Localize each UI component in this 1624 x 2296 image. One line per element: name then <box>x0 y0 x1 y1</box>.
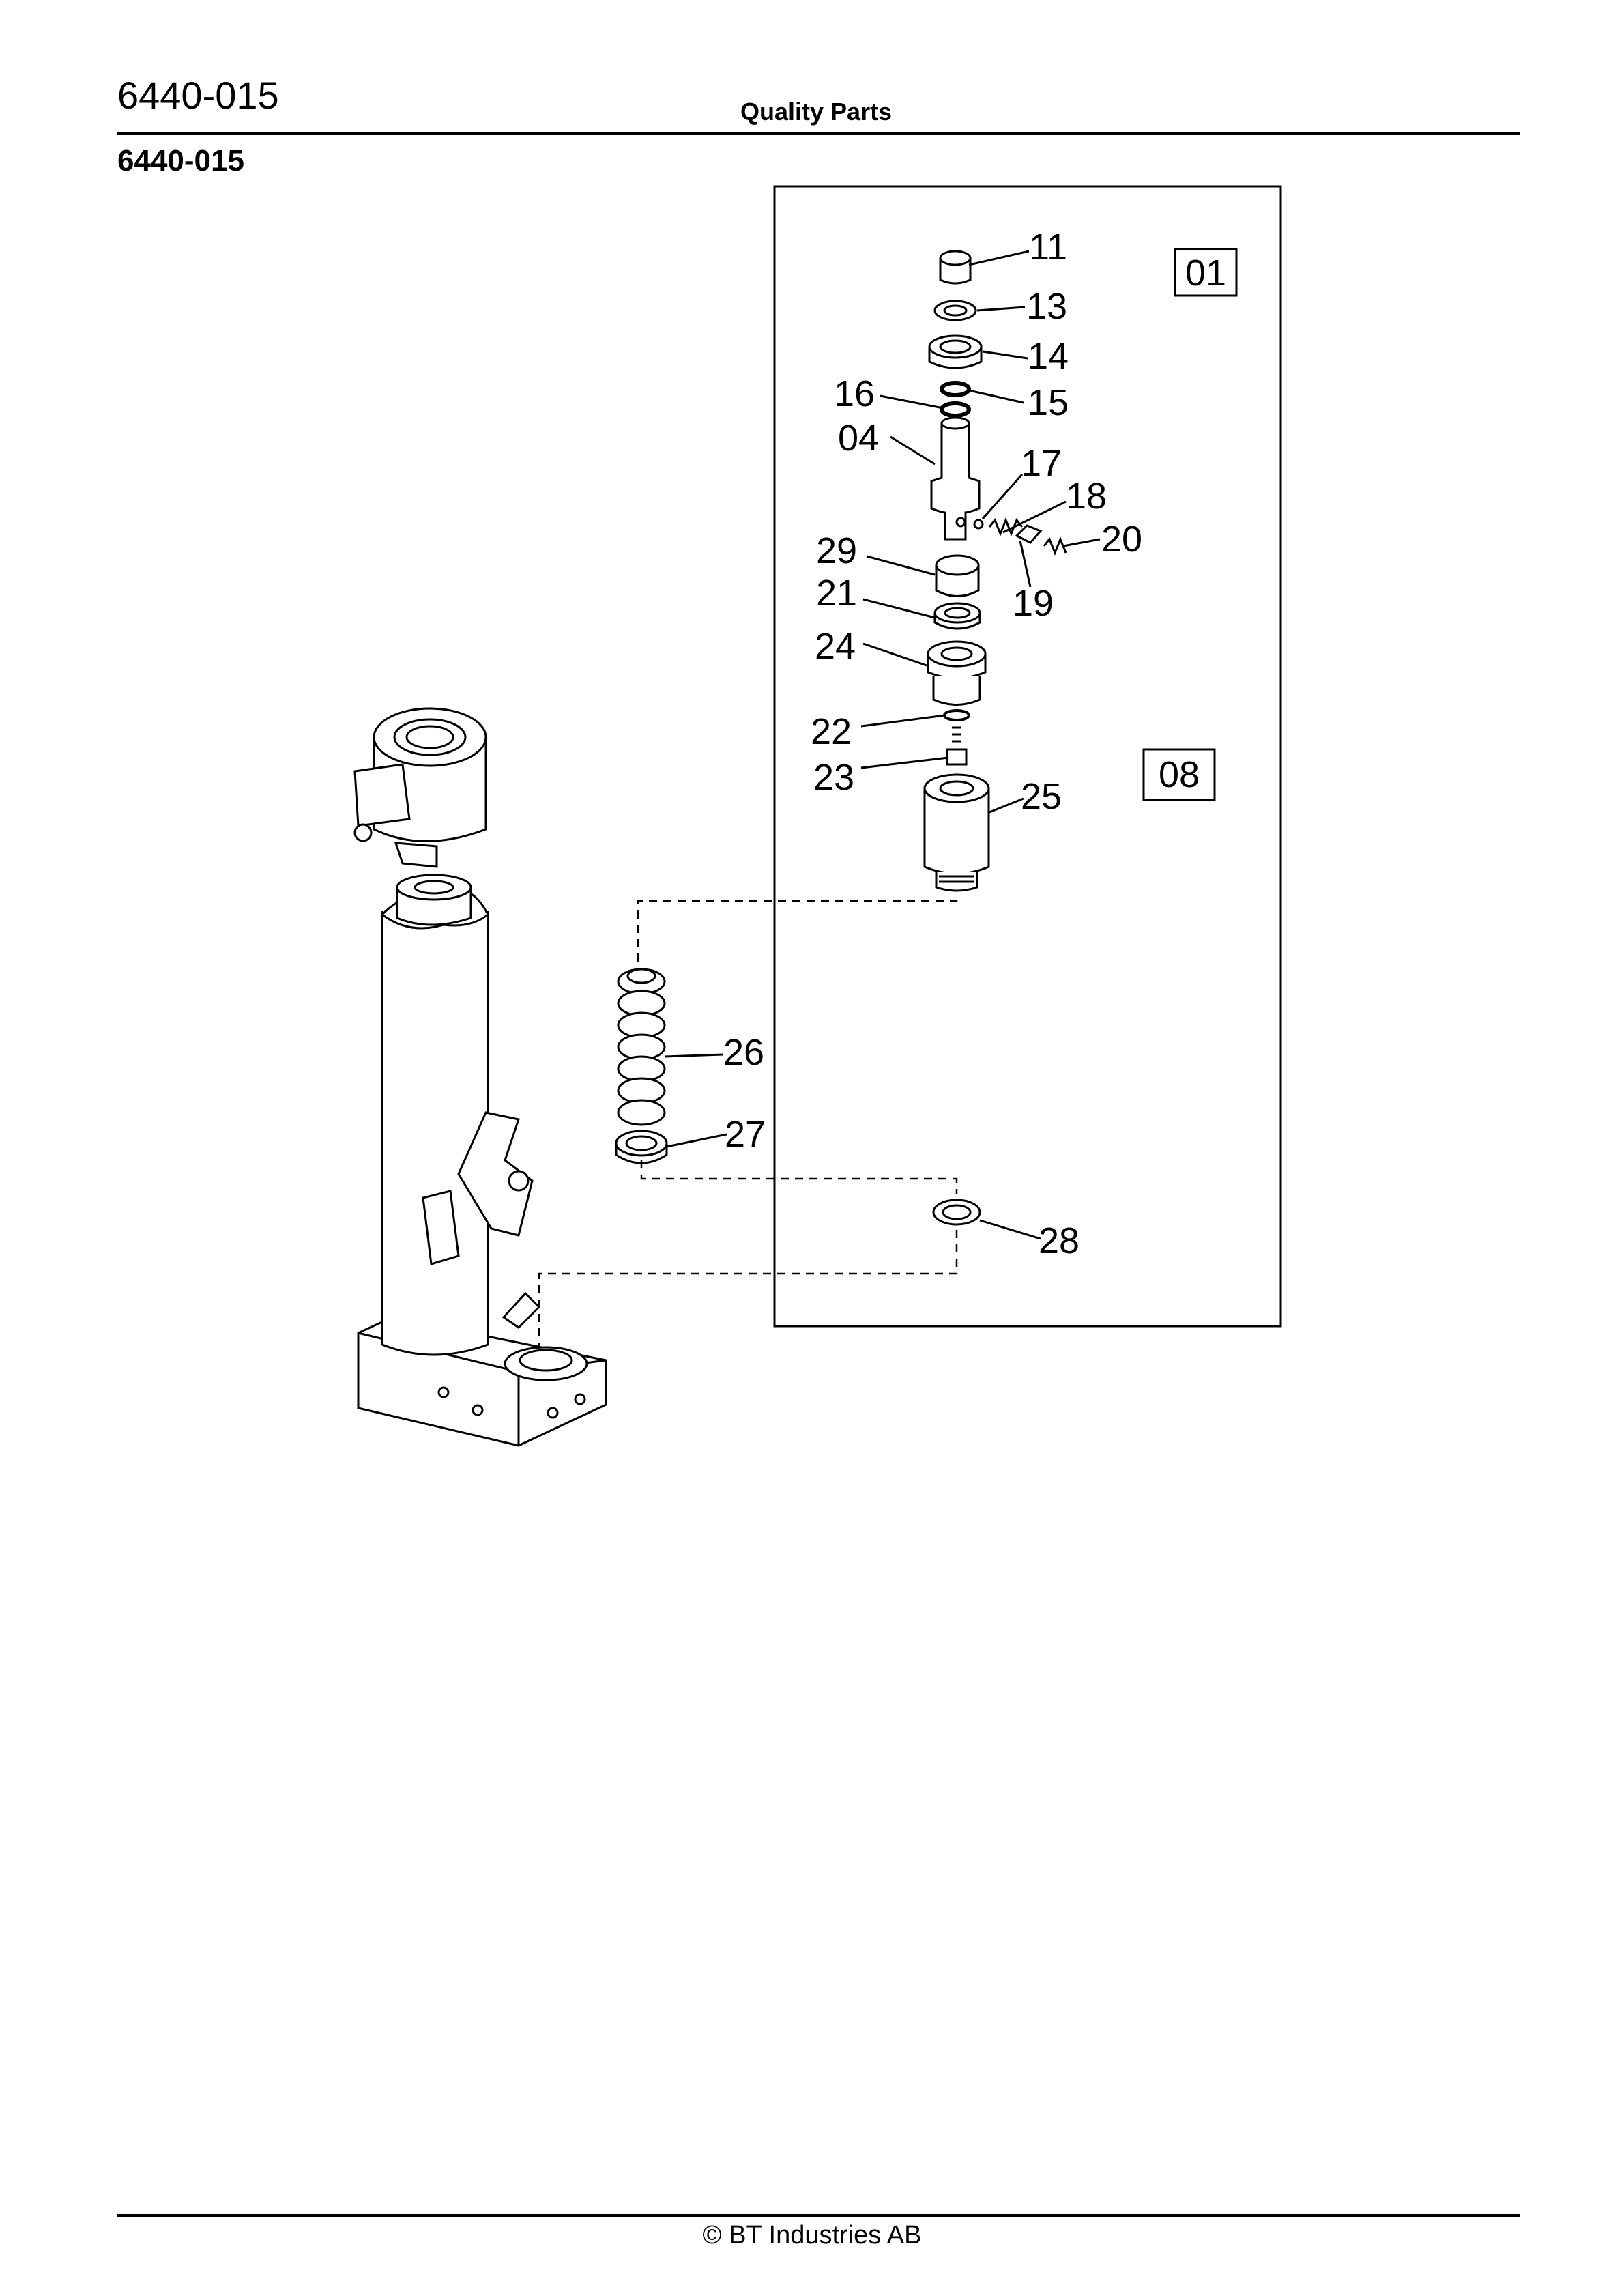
part-label-26: 26 <box>723 1032 764 1073</box>
group-box-01 <box>1174 248 1238 297</box>
detail-frame <box>773 185 1282 1328</box>
group-box-08 <box>1142 748 1216 801</box>
group-label-08: 08 <box>1159 754 1200 795</box>
section-code: 6440-015 <box>117 144 244 177</box>
header-rule <box>117 132 1520 135</box>
part-label-22: 22 <box>811 711 852 752</box>
document-code: 6440-015 <box>117 74 279 117</box>
part-label-11: 11 <box>1029 227 1067 268</box>
connector-25-26 <box>637 900 958 966</box>
part-label-25: 25 <box>1021 776 1062 817</box>
valve-stack <box>923 250 1067 892</box>
footer-copyright: © BT Industries AB <box>702 2221 922 2250</box>
part-label-29: 29 <box>816 530 857 571</box>
header-title: Quality Parts <box>740 98 893 126</box>
stand-assembly <box>353 707 607 1447</box>
part-label-19: 19 <box>1013 583 1054 624</box>
footer-rule <box>117 2214 1520 2217</box>
part-label-28: 28 <box>1039 1220 1079 1261</box>
part-label-14: 14 <box>1028 336 1069 377</box>
connector-28-base <box>538 1230 958 1348</box>
part-label-16: 16 <box>834 373 875 414</box>
part-label-13: 13 <box>1026 286 1067 327</box>
part-label-27: 27 <box>725 1114 766 1155</box>
part-label-20: 20 <box>1101 519 1142 560</box>
spring-assembly <box>615 968 981 1226</box>
part-label-04: 04 <box>838 418 879 459</box>
connector-27-28 <box>640 1160 958 1194</box>
part-label-17: 17 <box>1021 443 1062 484</box>
part-label-23: 23 <box>813 757 854 798</box>
group-label-01: 01 <box>1185 253 1226 293</box>
part-label-15: 15 <box>1028 382 1069 423</box>
part-label-21: 21 <box>816 573 857 614</box>
leader-lines <box>664 250 1101 1240</box>
part-label-24: 24 <box>815 626 856 667</box>
part-label-18: 18 <box>1066 476 1107 517</box>
